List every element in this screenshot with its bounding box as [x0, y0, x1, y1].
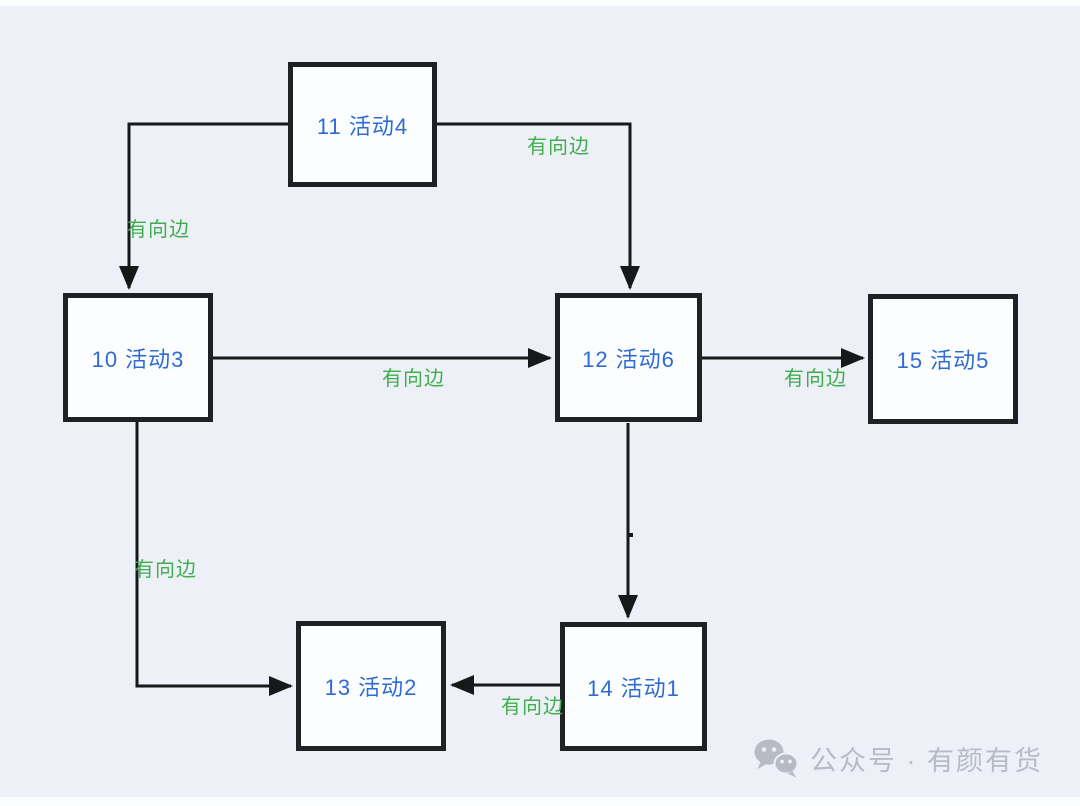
- node-label: 12 活动6: [582, 346, 675, 372]
- node-label: 11 活动4: [316, 113, 409, 139]
- edge-label-14-to-13: 有向边: [501, 696, 564, 718]
- node-label: 10 活动3: [91, 346, 185, 372]
- wechat-icon: [754, 739, 799, 778]
- top-margin: [0, 0, 1080, 6]
- edge-anchor-dot: [628, 533, 633, 537]
- node-activity-5: 15 活动5: [868, 294, 1018, 424]
- node-activity-1: 14 活动1: [560, 622, 707, 751]
- watermark-text: 公众号 · 有颜有货: [810, 745, 1043, 776]
- edge-label-11-to-10: 有向边: [127, 219, 190, 241]
- node-activity-3: 10 活动3: [63, 293, 213, 422]
- watermark: 公众号 · 有颜有货: [752, 738, 1043, 778]
- edge-label-11-to-12: 有向边: [527, 136, 590, 158]
- node-label: 13 活动2: [324, 675, 418, 700]
- node-activity-2: 13 活动2: [296, 621, 446, 751]
- edge-label-10-to-12: 有向边: [382, 368, 445, 390]
- edge-label-10-to-13: 有向边: [134, 559, 197, 581]
- node-label: 14 活动1: [587, 675, 680, 701]
- node-activity-4: 11 活动4: [288, 62, 437, 187]
- node-label: 15 活动5: [896, 348, 990, 373]
- node-activity-6: 12 活动6: [555, 293, 702, 422]
- edge-label-12-to-15: 有向边: [784, 368, 847, 390]
- edge-11-to-10: [119, 122, 288, 290]
- bottom-margin: [0, 797, 1080, 806]
